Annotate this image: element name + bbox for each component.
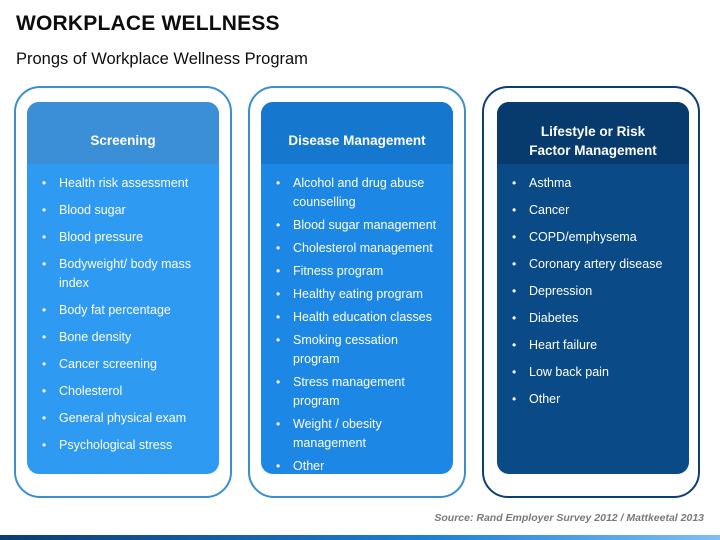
list-item: Cancer screening: [27, 355, 209, 374]
list-item: General physical exam: [27, 409, 209, 428]
lifestyle-risk-heading: Lifestyle or Risk Factor Management: [497, 102, 689, 164]
list-item: Asthma: [497, 174, 679, 193]
list-item: Fitness program: [261, 262, 443, 281]
list-item: Blood pressure: [27, 228, 209, 247]
list-item: Depression: [497, 282, 679, 301]
screening-list: Health risk assessment Blood sugar Blood…: [27, 174, 219, 455]
list-item: Low back pain: [497, 363, 679, 382]
screening-card: Screening Health risk assessment Blood s…: [27, 102, 219, 474]
list-item: Blood sugar: [27, 201, 209, 220]
lifestyle-risk-frame: [482, 86, 700, 498]
list-item: Weight / obesity management: [261, 415, 443, 453]
page-subtitle: Prongs of Workplace Wellness Program: [16, 50, 308, 68]
disease-management-list: Alcohol and drug abuse counselling Blood…: [261, 174, 453, 474]
list-item: Bodyweight/ body mass index: [27, 255, 209, 293]
list-item: COPD/emphysema: [497, 228, 679, 247]
list-item: Cancer: [497, 201, 679, 220]
source-note: Source: Rand Employer Survey 2012 / Matt…: [434, 512, 704, 524]
list-item: Other: [497, 390, 679, 409]
list-item: Psychological stress: [27, 436, 209, 455]
list-item: Body fat percentage: [27, 301, 209, 320]
list-item: Diabetes: [497, 309, 679, 328]
bottom-accent-bar: [0, 535, 720, 540]
disease-management-card: Disease Management Alcohol and drug abus…: [261, 102, 453, 474]
list-item: Health risk assessment: [27, 174, 209, 193]
list-item: Coronary artery disease: [497, 255, 679, 274]
screening-heading: Screening: [27, 102, 219, 164]
list-item: Smoking cessation program: [261, 331, 443, 369]
disease-management-frame: [248, 86, 466, 498]
list-item: Alcohol and drug abuse counselling: [261, 174, 443, 212]
lifestyle-risk-heading-line2: Factor Management: [529, 143, 657, 158]
disease-management-heading: Disease Management: [261, 102, 453, 164]
list-item: Bone density: [27, 328, 209, 347]
list-item: Cholesterol: [27, 382, 209, 401]
list-item: Heart failure: [497, 336, 679, 355]
list-item: Blood sugar management: [261, 216, 443, 235]
list-item: Other: [261, 457, 443, 474]
list-item: Cholesterol management: [261, 239, 443, 258]
page-title: WORKPLACE WELLNESS: [16, 12, 280, 35]
screening-frame: [14, 86, 232, 498]
lifestyle-risk-card: Lifestyle or Risk Factor Management Asth…: [497, 102, 689, 474]
list-item: Stress management program: [261, 373, 443, 411]
lifestyle-risk-list: Asthma Cancer COPD/emphysema Coronary ar…: [497, 174, 689, 409]
list-item: Healthy eating program: [261, 285, 443, 304]
list-item: Health education classes: [261, 308, 443, 327]
lifestyle-risk-heading-line1: Lifestyle or Risk: [540, 124, 646, 139]
